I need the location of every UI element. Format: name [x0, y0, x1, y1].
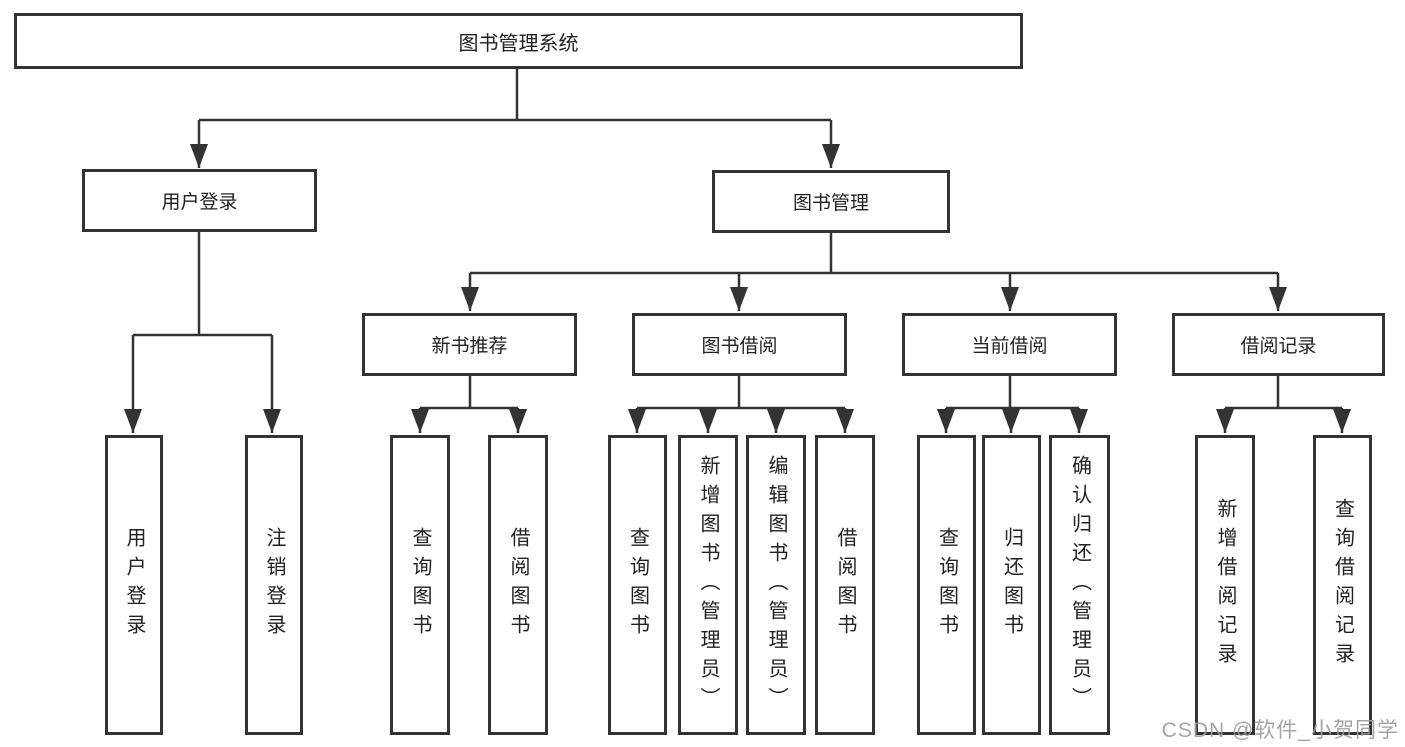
- node-new-book-recommend: 新书推荐: [362, 313, 577, 376]
- leaf-confirm-return-admin: 确认归还（管理员）: [1049, 435, 1110, 735]
- leaf-edit-book-admin: 编辑图书（管理员）: [746, 435, 806, 735]
- node-library-system: 图书管理系统: [14, 13, 1023, 69]
- node-book-management: 图书管理: [712, 170, 950, 233]
- node-borrow-records: 借阅记录: [1172, 313, 1385, 376]
- leaf-return-books: 归还图书: [982, 435, 1041, 735]
- csdn-watermark: CSDN @软件_小贺同学: [1161, 719, 1399, 742]
- leaf-borrow-books-recommend: 借阅图书: [488, 435, 548, 735]
- leaf-query-borrow-record: 查询借阅记录: [1313, 435, 1372, 735]
- leaf-query-books-current: 查询图书: [917, 435, 976, 735]
- leaf-add-book-admin: 新增图书（管理员）: [678, 435, 738, 735]
- node-current-borrowing: 当前借阅: [902, 313, 1117, 376]
- leaf-user-login: 用户登录: [105, 435, 163, 735]
- node-user-login: 用户登录: [82, 169, 317, 232]
- leaf-query-books-recommend: 查询图书: [390, 435, 450, 735]
- node-book-borrowing: 图书借阅: [632, 313, 847, 376]
- leaf-query-books-borrowing: 查询图书: [608, 435, 667, 735]
- leaf-add-borrow-record: 新增借阅记录: [1195, 435, 1255, 735]
- leaf-logout: 注销登录: [245, 435, 303, 735]
- leaf-borrow-books-borrowing: 借阅图书: [815, 435, 875, 735]
